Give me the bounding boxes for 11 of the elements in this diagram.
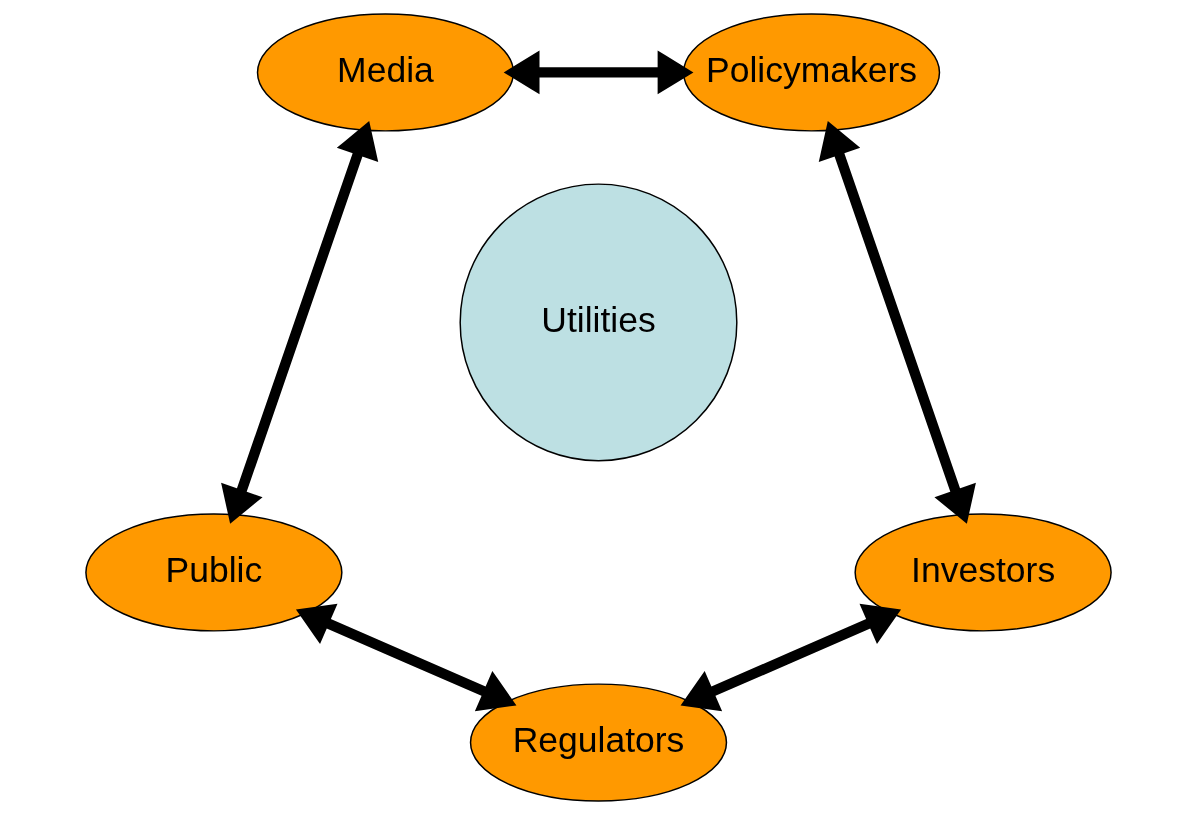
node-circle: Utilities	[458, 183, 738, 462]
arrow	[295, 603, 516, 712]
arrow	[680, 603, 901, 712]
arrow	[220, 121, 378, 524]
arrow	[818, 121, 976, 524]
node-ellipse: Policymakers	[682, 13, 940, 132]
node-ellipse: Regulators	[469, 683, 727, 802]
node-ellipse: Investors	[853, 513, 1112, 632]
node-ellipse: Public	[84, 513, 343, 632]
arrow	[503, 50, 693, 95]
node-ellipse: Media	[256, 13, 514, 132]
